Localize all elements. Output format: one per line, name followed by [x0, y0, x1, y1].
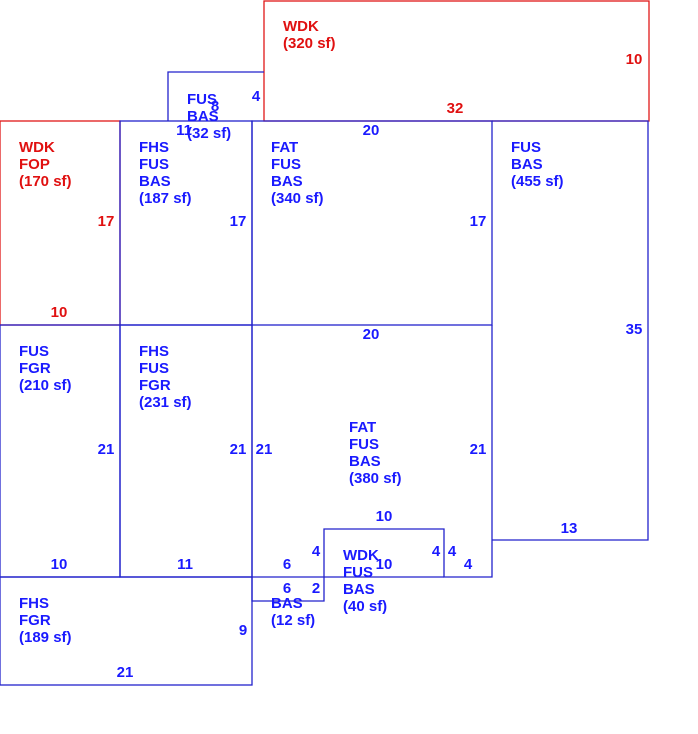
dimension-label: 35: [626, 321, 643, 338]
dimension-label: 6: [283, 580, 291, 597]
dimension-label: 4: [464, 556, 473, 573]
dimension-label: 11: [177, 556, 193, 573]
dimension-label: 32: [447, 100, 464, 117]
fus-bas-small-outline: [167, 71, 264, 121]
dimension-label: 21: [256, 441, 273, 458]
area-label-bas-small: BAS(12 sf): [271, 595, 315, 629]
dimension-label: 4: [432, 543, 441, 560]
fat-fus-bas-upper-outline: [251, 120, 493, 326]
dimension-label: 4: [448, 543, 457, 560]
dimension-label: 17: [98, 213, 115, 230]
area-label-wdk-top: WDK(320 sf): [283, 18, 336, 52]
dimension-label: 4: [252, 88, 261, 105]
fus-bas-right-outline: [492, 120, 649, 541]
dimension-label: 17: [230, 213, 247, 230]
dimension-labels: 10 32 4 8 11 20 17 10 17 17 35 20 21 21 …: [51, 51, 643, 681]
dimension-label: 21: [230, 441, 247, 458]
dimension-label: 20: [363, 326, 380, 343]
dimension-label: 21: [470, 441, 487, 458]
dimension-label: 10: [376, 508, 393, 525]
dimension-label: 9: [239, 622, 247, 639]
dimension-label: 8: [211, 98, 219, 115]
dimension-label: 11: [176, 122, 192, 139]
dimension-label: 10: [626, 51, 643, 68]
dimension-label: 17: [470, 213, 487, 230]
fat-fus-bas-lower-outline: [251, 325, 493, 578]
outlines: [0, 0, 650, 686]
dimension-label: 10: [51, 304, 68, 321]
dimension-label: 20: [363, 122, 380, 139]
dimension-label: 2: [312, 580, 320, 597]
dimension-label: 10: [51, 556, 68, 573]
dimension-label: 13: [561, 520, 578, 537]
fhs-fgr-outline: [0, 576, 253, 686]
dimension-label: 4: [312, 543, 321, 560]
dimension-label: 6: [283, 556, 291, 573]
dimension-label: 10: [376, 556, 393, 573]
dimension-label: 21: [117, 664, 134, 681]
dimension-label: 21: [98, 441, 115, 458]
